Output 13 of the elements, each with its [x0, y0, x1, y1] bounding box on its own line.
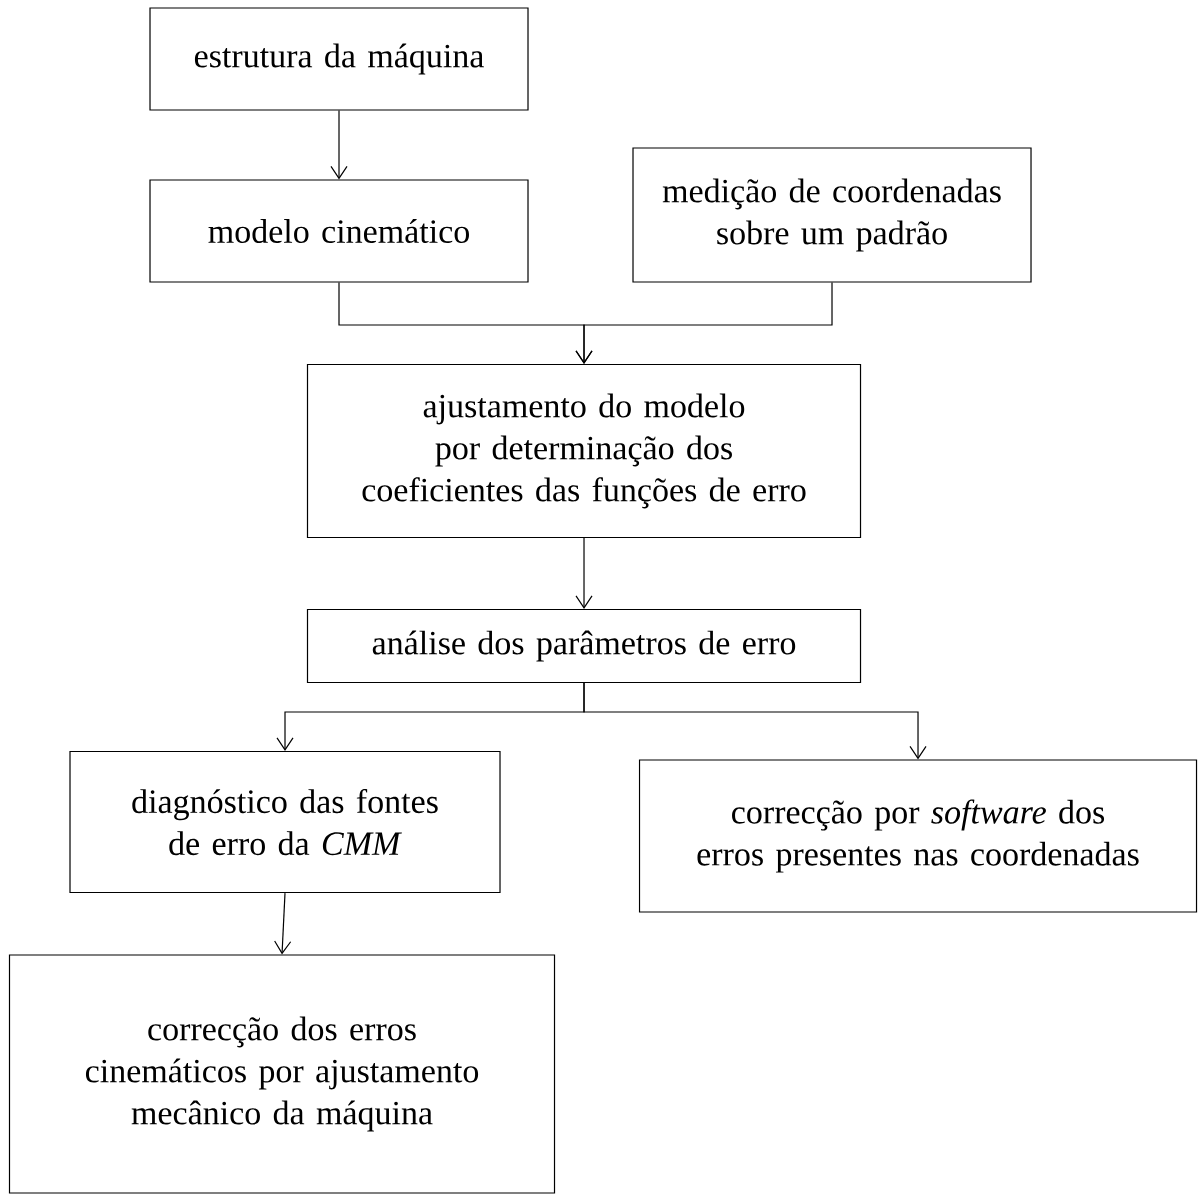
arrow: [575, 282, 833, 364]
arrow: [274, 892, 292, 955]
process-box: medição de coordenadas sobre um padrão: [632, 147, 1032, 283]
arrow: [583, 682, 927, 760]
process-box: análise dos parâmetros de erro: [306, 608, 862, 684]
arrow: [575, 537, 593, 609]
process-box: ajustamento do modelo por determinação dos coeficientes das funções de erro: [306, 363, 862, 539]
arrow: [330, 110, 348, 180]
process-box: modelo cinemático: [149, 179, 529, 283]
process-box: correcção por software dos erros presentes nas coordenadas: [638, 759, 1198, 913]
process-box: estrutura da máquina: [149, 7, 529, 111]
process-box: correcção dos erros cinemáticos por ajustamento mecânico da máquina: [8, 954, 556, 1194]
process-box: diagnóstico das fontes de erro da CMM: [69, 750, 501, 894]
